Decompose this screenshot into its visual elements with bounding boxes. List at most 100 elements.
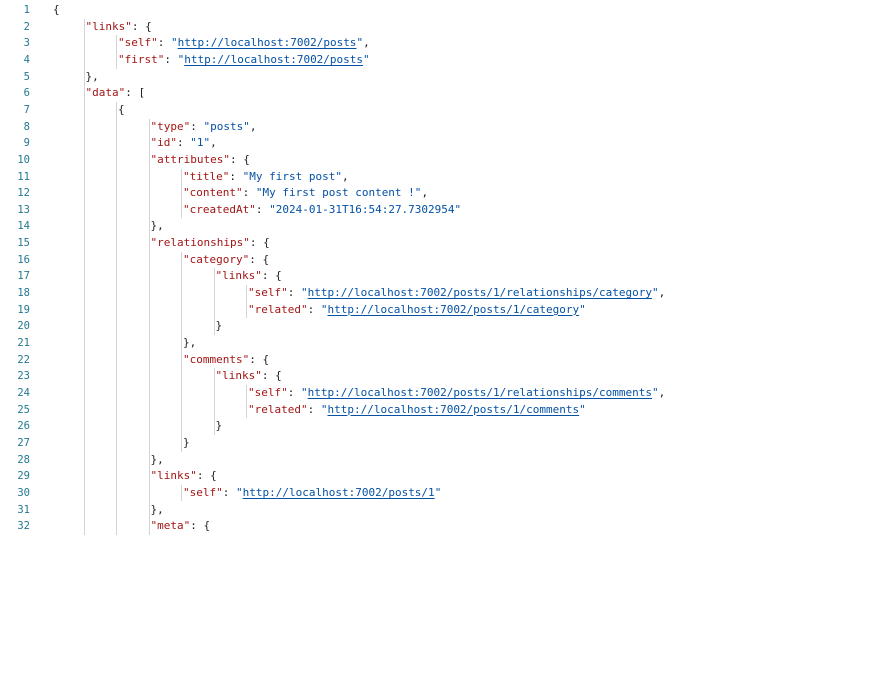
code-content: "related": "http://localhost:7002/posts/… — [248, 402, 586, 418]
indent-guide — [213, 268, 215, 335]
code-content: }, — [183, 335, 196, 351]
indent-guide — [181, 168, 182, 219]
json-string: " — [356, 36, 364, 50]
code-content: "comments": { — [183, 352, 269, 368]
code-content: "self": "http://localhost:7002/posts/1/r… — [248, 285, 665, 301]
code-line: 8"type": "posts", — [0, 119, 877, 136]
json-punctuation: : { — [131, 19, 152, 33]
code-line: 12"content": "My first post content !", — [0, 185, 877, 202]
code-line: 23"links": { — [0, 368, 877, 385]
indent-guide — [181, 251, 182, 452]
code-content: "self": "http://localhost:7002/posts/1/r… — [248, 385, 665, 401]
line-number: 6 — [23, 87, 30, 100]
json-punctuation: : — [190, 119, 204, 133]
json-string: " — [579, 402, 586, 416]
code-line: 5}, — [0, 69, 877, 86]
json-punctuation: : { — [229, 152, 250, 166]
code-line: 20} — [0, 318, 877, 335]
line-number: 1 — [23, 4, 30, 16]
json-url-link[interactable]: http://localhost:7002/posts — [177, 36, 357, 50]
indent-guide — [83, 18, 85, 535]
json-punctuation: : { — [261, 269, 282, 283]
json-punctuation: : — [222, 485, 236, 499]
json-string: " — [579, 302, 586, 316]
json-string: "posts" — [203, 119, 250, 133]
json-punctuation: , — [363, 36, 370, 50]
json-key: "self" — [248, 286, 288, 300]
indent-guide — [116, 101, 117, 535]
line-number: 32 — [17, 520, 30, 533]
json-key: "related" — [248, 302, 308, 316]
line-number: 28 — [17, 453, 30, 466]
json-key: "id" — [150, 136, 178, 150]
code-line: 29"links": { — [0, 468, 877, 485]
json-url-link[interactable]: http://localhost:7002/posts — [184, 52, 364, 66]
line-number: 21 — [17, 337, 30, 349]
json-key: "links" — [215, 369, 262, 383]
code-content: "links": { — [86, 19, 152, 35]
code-content: "category": { — [183, 252, 269, 268]
json-punctuation: : — [287, 385, 301, 399]
indent-guide — [213, 368, 215, 435]
line-number: 5 — [23, 70, 30, 83]
code-content: "relationships": { — [151, 235, 270, 251]
json-punctuation: , — [658, 385, 666, 399]
code-content: { — [53, 2, 60, 18]
json-string: " — [301, 286, 308, 300]
indent-guide — [246, 384, 247, 419]
json-key: "self" — [183, 485, 223, 499]
json-url-link[interactable]: http://localhost:7002/posts/1 — [242, 485, 435, 499]
json-string: " — [171, 36, 178, 50]
json-punctuation: }, — [150, 502, 164, 516]
json-key: "self" — [118, 36, 158, 50]
code-line: 9"id": "1", — [0, 135, 877, 152]
json-punctuation: : { — [196, 469, 217, 483]
json-punctuation: : — [229, 169, 243, 183]
json-punctuation: , — [249, 119, 257, 133]
json-key: "first" — [118, 52, 165, 66]
line-number: 11 — [17, 170, 30, 183]
json-string: " — [301, 385, 308, 399]
line-number: 4 — [23, 53, 30, 66]
code-content: "self": "http://localhost:7002/posts", — [118, 35, 370, 51]
json-key: "meta" — [150, 519, 191, 533]
line-number: 9 — [23, 137, 30, 150]
code-line: 2"links": { — [0, 19, 877, 36]
json-punctuation: : — [164, 52, 178, 66]
json-punctuation: : { — [249, 252, 270, 266]
code-content: "self": "http://localhost:7002/posts/1" — [183, 485, 441, 501]
code-line: 14}, — [0, 218, 877, 235]
json-key: "comments" — [183, 352, 250, 366]
json-string: " — [434, 485, 442, 499]
json-string: "My first post" — [242, 169, 342, 183]
code-content: }, — [86, 69, 99, 85]
json-url-link[interactable]: http://localhost:7002/posts/1/relationsh… — [307, 286, 652, 300]
json-string: "My first post content !" — [255, 186, 422, 200]
code-line: 4"first": "http://localhost:7002/posts" — [0, 52, 877, 69]
json-url-link[interactable]: http://localhost:7002/posts/1/relationsh… — [307, 385, 652, 399]
code-line: 19"related": "http://localhost:7002/post… — [0, 302, 877, 319]
json-key: "self" — [248, 385, 288, 399]
line-number: 22 — [17, 353, 30, 366]
line-number: 14 — [17, 220, 30, 233]
code-line: 21}, — [0, 335, 877, 352]
json-punctuation: , — [210, 136, 217, 150]
json-url-link[interactable]: http://localhost:7002/posts/1/category — [327, 302, 580, 316]
json-string: " — [320, 302, 328, 316]
json-url-link[interactable]: http://localhost:7002/posts/1/comments — [327, 402, 580, 416]
json-punctuation: : { — [261, 369, 282, 383]
code-line: 30"self": "http://localhost:7002/posts/1… — [0, 485, 877, 502]
json-punctuation: } — [183, 435, 190, 449]
json-punctuation: : — [307, 302, 321, 316]
code-content: } — [216, 318, 223, 334]
code-content: }, — [151, 218, 164, 234]
json-string: " — [363, 52, 370, 66]
json-punctuation: , — [658, 286, 666, 300]
json-key: "links" — [85, 19, 132, 33]
code-line: 10"attributes": { — [0, 152, 877, 169]
code-line: 27} — [0, 435, 877, 452]
json-string: " — [652, 385, 659, 399]
json-punctuation: : — [307, 402, 321, 416]
json-punctuation: } — [215, 419, 223, 433]
code-line: 24"self": "http://localhost:7002/posts/1… — [0, 385, 877, 402]
